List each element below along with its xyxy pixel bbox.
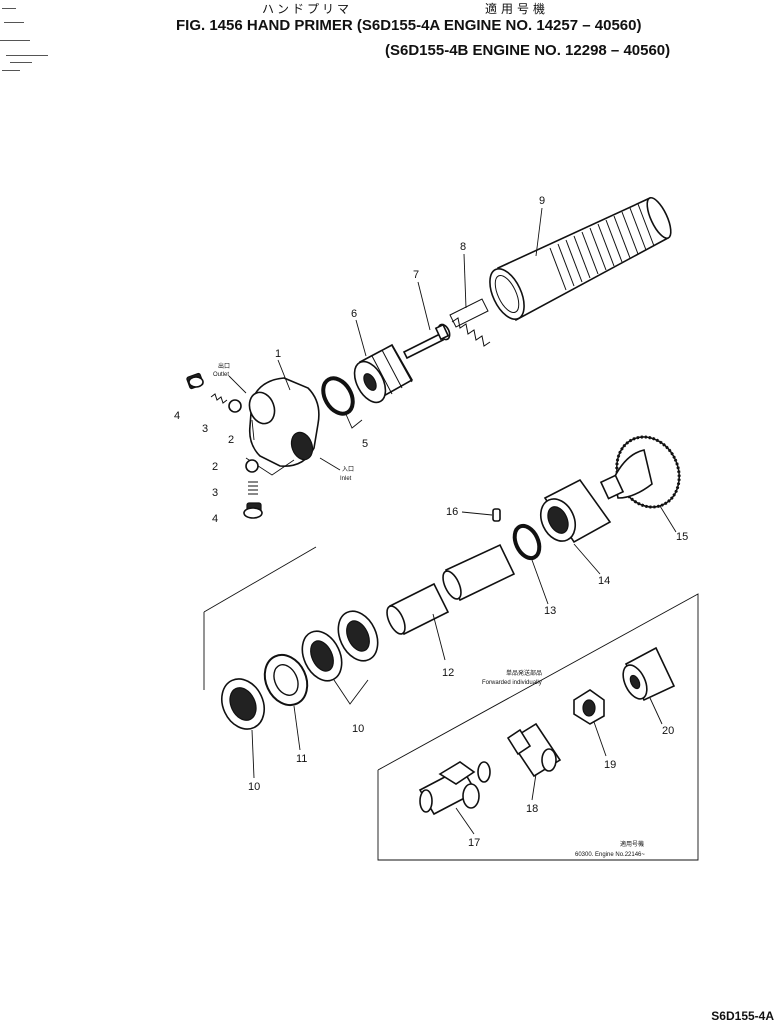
part-9-barrel — [489, 196, 672, 322]
part-2-ball-inlet — [245, 459, 259, 473]
japanese-title: ハンドプリマ — [262, 2, 353, 16]
part-1-primer-body — [245, 377, 320, 476]
callout-20: 20 — [662, 725, 674, 737]
part-16-pin — [492, 508, 501, 522]
part-2-ball-outlet — [228, 399, 242, 413]
applicability-label-jp: 適用号機 — [620, 840, 644, 848]
callout-18: 18 — [526, 803, 538, 815]
part-20-sleeve — [622, 646, 676, 702]
inlet-leader — [319, 457, 341, 471]
callout-10-upper: 10 — [352, 723, 364, 735]
callout-5: 5 — [362, 438, 368, 450]
forwarded-label-jp: 単品発送部品 — [506, 669, 542, 677]
callout-8: 8 — [460, 241, 466, 253]
japanese-applicability-heading: 適用号機 — [485, 2, 550, 16]
annotations: 出口 Outlet 入口 Inlet 単品発送部品 Forwarded indi… — [213, 362, 645, 858]
callout-3-inlet: 3 — [212, 487, 218, 499]
forwarded-label-en: Forwarded individually — [482, 680, 542, 686]
part-17-tee — [418, 761, 491, 816]
callout-4-inlet: 4 — [212, 513, 218, 525]
part-19-nut — [573, 689, 605, 725]
part-6-piston — [353, 343, 414, 404]
inlet-label-jp: 入口 — [342, 466, 354, 473]
callout-2-outlet: 2 — [228, 434, 234, 446]
outlet-label-en: Outlet — [213, 372, 229, 378]
callout-11: 11 — [296, 753, 307, 765]
outlet-label-jp: 出口 — [218, 362, 230, 370]
group-frame-top — [203, 546, 317, 613]
callout-16: 16 — [446, 506, 458, 518]
part-15-knob — [599, 435, 681, 509]
part-11-washer — [263, 653, 309, 707]
inset-box — [377, 593, 699, 861]
callout-17: 17 — [468, 837, 480, 849]
part-4-plug-inlet — [243, 502, 263, 519]
callout-4-outlet: 4 — [174, 410, 180, 422]
figure-title: FIG. 1456 HAND PRIMER (S6D155-4A ENGINE … — [176, 17, 642, 34]
callout-1: 1 — [275, 348, 281, 360]
part-3-spring-inlet — [248, 481, 258, 495]
callout-14: 14 — [598, 575, 610, 587]
part-18-connector — [506, 722, 562, 778]
callout-7: 7 — [413, 269, 419, 281]
callout-9: 9 — [539, 195, 545, 207]
part-7-plunger-rod — [402, 323, 451, 360]
part-5-o-ring — [321, 376, 363, 429]
part-12-tube — [386, 543, 516, 661]
callout-15: 15 — [676, 531, 688, 543]
callout-labels: 1 2 2 3 3 4 4 5 6 7 8 9 10 10 11 12 13 1… — [174, 195, 688, 849]
part-4-plug-outlet — [186, 372, 204, 390]
part-8-spring — [449, 298, 491, 347]
callout-19: 19 — [604, 759, 616, 771]
callout-3-outlet: 3 — [202, 423, 208, 435]
callout-12: 12 — [442, 667, 454, 679]
callout-6: 6 — [351, 308, 357, 320]
callout-10-lower: 10 — [248, 781, 260, 793]
scan-noise — [0, 8, 48, 71]
page-code: S6D155-4A — [711, 1009, 774, 1023]
figure-subtitle: (S6D155-4B ENGINE NO. 12298 – 40560) — [385, 42, 671, 59]
applicability-label-en: 60300. Engine No.22146~ — [575, 852, 645, 858]
outlet-leader — [228, 375, 247, 394]
part-10-nut-lower — [221, 678, 265, 730]
part-3-spring-outlet — [210, 393, 228, 404]
inlet-label-en: Inlet — [340, 476, 352, 482]
callout-2-inlet: 2 — [212, 461, 218, 473]
part-10-nut-pair — [301, 610, 379, 705]
callout-13: 13 — [544, 605, 556, 617]
part-14-nut — [539, 478, 612, 544]
part-13-ring — [512, 523, 542, 561]
